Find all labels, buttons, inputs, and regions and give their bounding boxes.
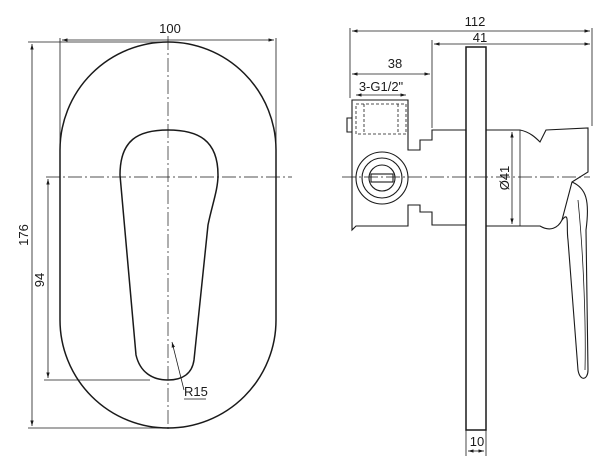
d38-dimension-label: 38: [388, 56, 402, 71]
valve-body: [351, 99, 467, 232]
depth-dimension-label: 112: [465, 14, 486, 29]
height-dimension-label: 176: [16, 224, 31, 246]
d41-dimension-label: 41: [473, 30, 487, 45]
outlet-circle-outer: [355, 151, 409, 205]
outlet-slot: [370, 173, 394, 183]
body-tab: [346, 117, 352, 133]
radius-leader: [171, 341, 185, 391]
outlet-circle-mid: [361, 157, 403, 199]
side-lever-highlight: [577, 199, 586, 371]
lever-handle-outline: [119, 129, 219, 381]
side-view: 112 41 38 3-G1/2" Ø41 10: [342, 14, 593, 456]
front-view: 100 176 94 R15: [16, 21, 292, 432]
width-dimension-label: 100: [159, 21, 181, 36]
side-lever: [561, 181, 589, 379]
outlet-circle-inner: [368, 164, 396, 192]
wall-plate: [465, 46, 487, 431]
handle-height-dimension-label: 94: [32, 273, 47, 287]
inlet-port: [355, 103, 407, 135]
radius-label: R15: [184, 384, 208, 399]
cover-plate-outline: [59, 41, 277, 429]
diameter-dimension-label: Ø41: [497, 166, 512, 191]
handle-base: [486, 127, 589, 230]
thread-dimension-label: 3-G1/2": [359, 79, 404, 94]
thickness-dimension-label: 10: [470, 434, 484, 449]
